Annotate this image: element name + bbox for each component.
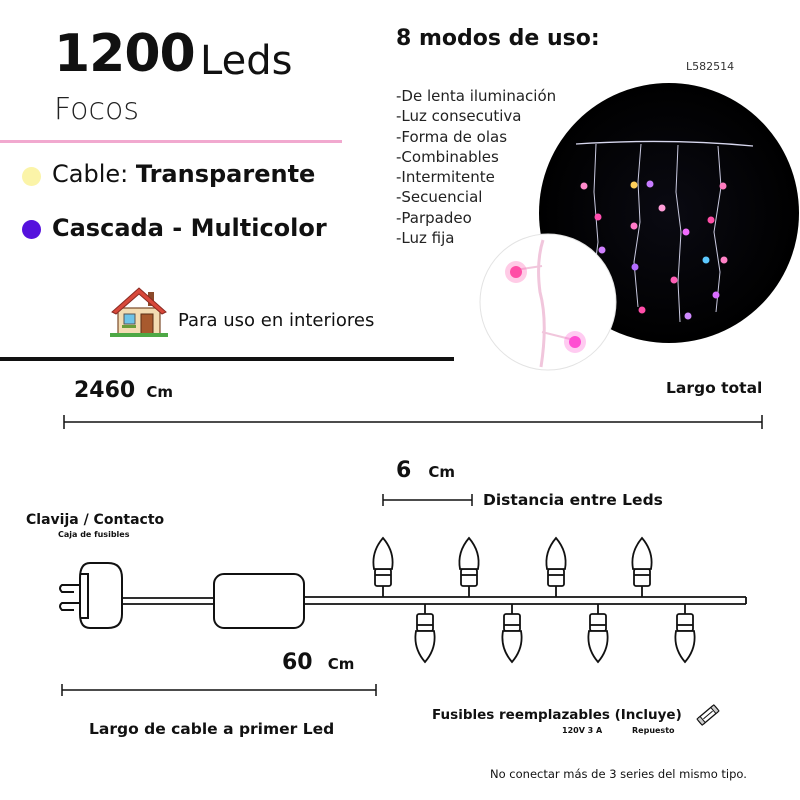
style-color-dot	[22, 220, 41, 239]
warning-note: No conectar más de 3 series del mismo ti…	[490, 767, 747, 781]
total-length-value: 2460	[74, 378, 136, 403]
led-closeup-photo	[479, 233, 617, 371]
mode-item: -Intermitente	[396, 168, 495, 187]
led-bulb	[587, 604, 609, 664]
cable-color-dot	[22, 167, 41, 186]
plug-sublabel: Caja de fusibles	[58, 530, 130, 539]
black-divider	[0, 357, 454, 361]
mode-item: -Parpadeo	[396, 208, 472, 227]
led-spacing-value: 6	[396, 458, 412, 483]
style-label: Cascada - Multicolor	[52, 214, 327, 242]
led-bulb	[674, 604, 696, 664]
led-bulb	[414, 604, 436, 664]
led-bulb	[458, 536, 480, 597]
total-length: 2460 Cm	[74, 378, 173, 403]
led-spacing-unit: Cm	[428, 463, 456, 481]
modes-title: 8 modos de uso:	[396, 26, 600, 51]
mode-item: -Combinables	[396, 147, 499, 166]
led-bulb	[372, 536, 394, 597]
total-length-unit: Cm	[146, 383, 173, 401]
fuse-label: Fusibles reemplazables (Incluye)	[432, 707, 682, 723]
cable-row: Cable: Transparente	[52, 160, 315, 188]
modes-list: -De lenta iluminación -Luz consecutiva -…	[396, 86, 556, 248]
fuse-spare: Repuesto	[632, 726, 675, 735]
mode-item: -De lenta iluminación	[396, 87, 557, 105]
led-bulb	[501, 604, 523, 664]
pink-divider	[0, 140, 342, 143]
fuse-box	[213, 573, 305, 629]
wiring-diagram	[59, 536, 747, 664]
led-bulb	[545, 536, 567, 597]
lead-unit: Cm	[327, 655, 355, 673]
led-unit: Leds	[200, 38, 293, 84]
lead-length: 60 Cm	[282, 650, 354, 675]
mode-item: -Luz consecutiva	[396, 107, 522, 126]
mode-item: -Luz fija	[396, 229, 455, 248]
lead-dimension-line	[61, 684, 377, 696]
led-spacing-label: Distancia entre Leds	[483, 491, 663, 509]
led-spacing: 6 Cm	[396, 458, 455, 483]
plug-icon	[59, 562, 123, 629]
led-spacing-dimension-line	[382, 494, 473, 506]
fuse-icon	[696, 704, 720, 726]
led-count: 1200	[54, 24, 196, 84]
total-length-dimension-line	[63, 415, 763, 429]
product-type: Focos	[54, 92, 140, 127]
usage-text: Para uso en interiores	[178, 310, 375, 331]
plug-label: Clavija / Contacto	[26, 512, 165, 528]
total-length-label: Largo total	[666, 379, 763, 397]
house-icon	[110, 287, 168, 337]
lead-value: 60	[282, 650, 313, 675]
lead-label: Largo de cable a primer Led	[89, 720, 335, 738]
product-code: L582514	[686, 60, 735, 73]
mode-item: -Forma de olas	[396, 127, 508, 146]
cable-label: Cable:	[52, 160, 129, 188]
led-bulb	[631, 536, 653, 597]
mode-item: -Secuencial	[396, 188, 483, 207]
fuse-spec: 120V 3 A	[562, 726, 603, 735]
cable-value: Transparente	[135, 160, 316, 188]
